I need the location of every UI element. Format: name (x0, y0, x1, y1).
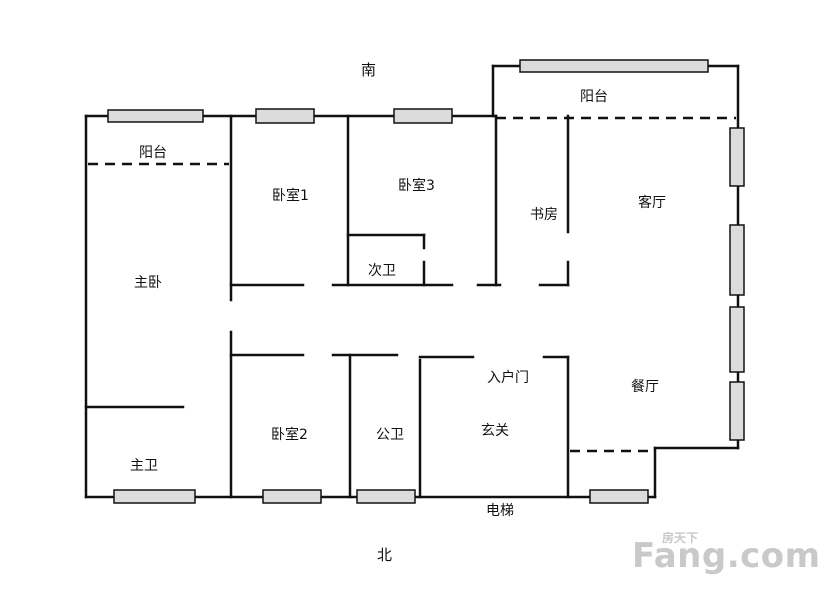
room-label-bedroom3: 卧室3 (398, 178, 435, 194)
window-right-1 (729, 127, 745, 187)
room-label-balcony-left: 阳台 (139, 145, 167, 161)
room-label-master-bath: 主卫 (130, 458, 158, 474)
room-label-balcony-top: 阳台 (580, 89, 608, 105)
window-public-bath (356, 489, 416, 504)
window-right-3 (729, 306, 745, 373)
room-label-foyer: 玄关 (481, 423, 509, 439)
window-bedroom1 (255, 108, 315, 124)
room-label-study: 书房 (530, 207, 558, 223)
room-label-master-bedroom: 主卧 (134, 275, 162, 291)
window-right-4 (729, 381, 745, 441)
room-label-bedroom1: 卧室1 (272, 188, 309, 204)
room-label-secondary-bath: 次卫 (368, 263, 396, 279)
room-label-bedroom2: 卧室2 (271, 427, 308, 443)
window-bedroom3 (393, 108, 453, 124)
window-right-2 (729, 224, 745, 296)
window-dining (589, 489, 649, 504)
compass-north: 北 (377, 546, 393, 564)
window-bedroom2 (262, 489, 322, 504)
window-balcony-top (519, 59, 709, 73)
room-label-public-bath: 公卫 (376, 427, 404, 443)
compass-south: 南 (361, 61, 377, 79)
room-label-elevator: 电梯 (486, 503, 514, 519)
window-balcony-left (107, 109, 204, 123)
watermark-tag: 房天下 (662, 531, 699, 545)
room-label-dining-room: 餐厅 (631, 379, 659, 395)
watermark-logo: Fang.com (632, 536, 821, 576)
room-label-living-room: 客厅 (638, 195, 666, 211)
window-master-bath (113, 489, 196, 504)
room-label-entry-door: 入户门 (487, 370, 529, 386)
